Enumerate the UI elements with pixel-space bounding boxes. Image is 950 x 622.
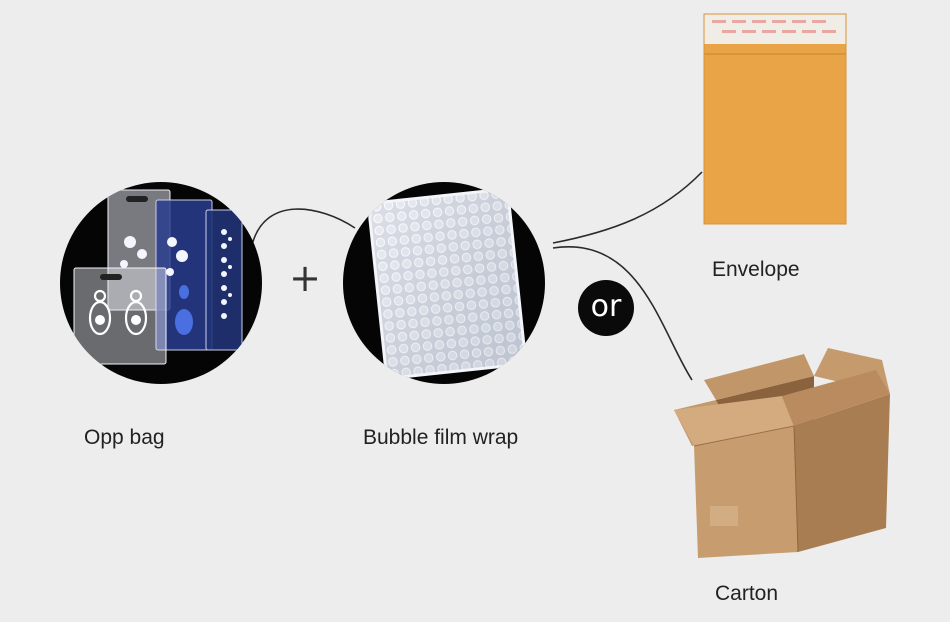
- bubble-film-wrap-image: [343, 182, 545, 384]
- plus-symbol: +: [289, 256, 321, 300]
- bubble-film-wrap-label: Bubble film wrap: [363, 426, 519, 449]
- opp-bag-label: Opp bag: [84, 426, 165, 449]
- envelope-image: [703, 13, 847, 225]
- connector-opp-to-bubble: [251, 208, 356, 246]
- envelope-label: Envelope: [712, 258, 800, 281]
- carton-label: Carton: [715, 582, 779, 605]
- opp-bag-image: [60, 182, 262, 384]
- carton-image: [674, 348, 890, 558]
- connector-bubble-to-envelope: [552, 171, 703, 244]
- connector-bubble-to-carton: [552, 245, 693, 381]
- or-badge: or: [578, 280, 634, 336]
